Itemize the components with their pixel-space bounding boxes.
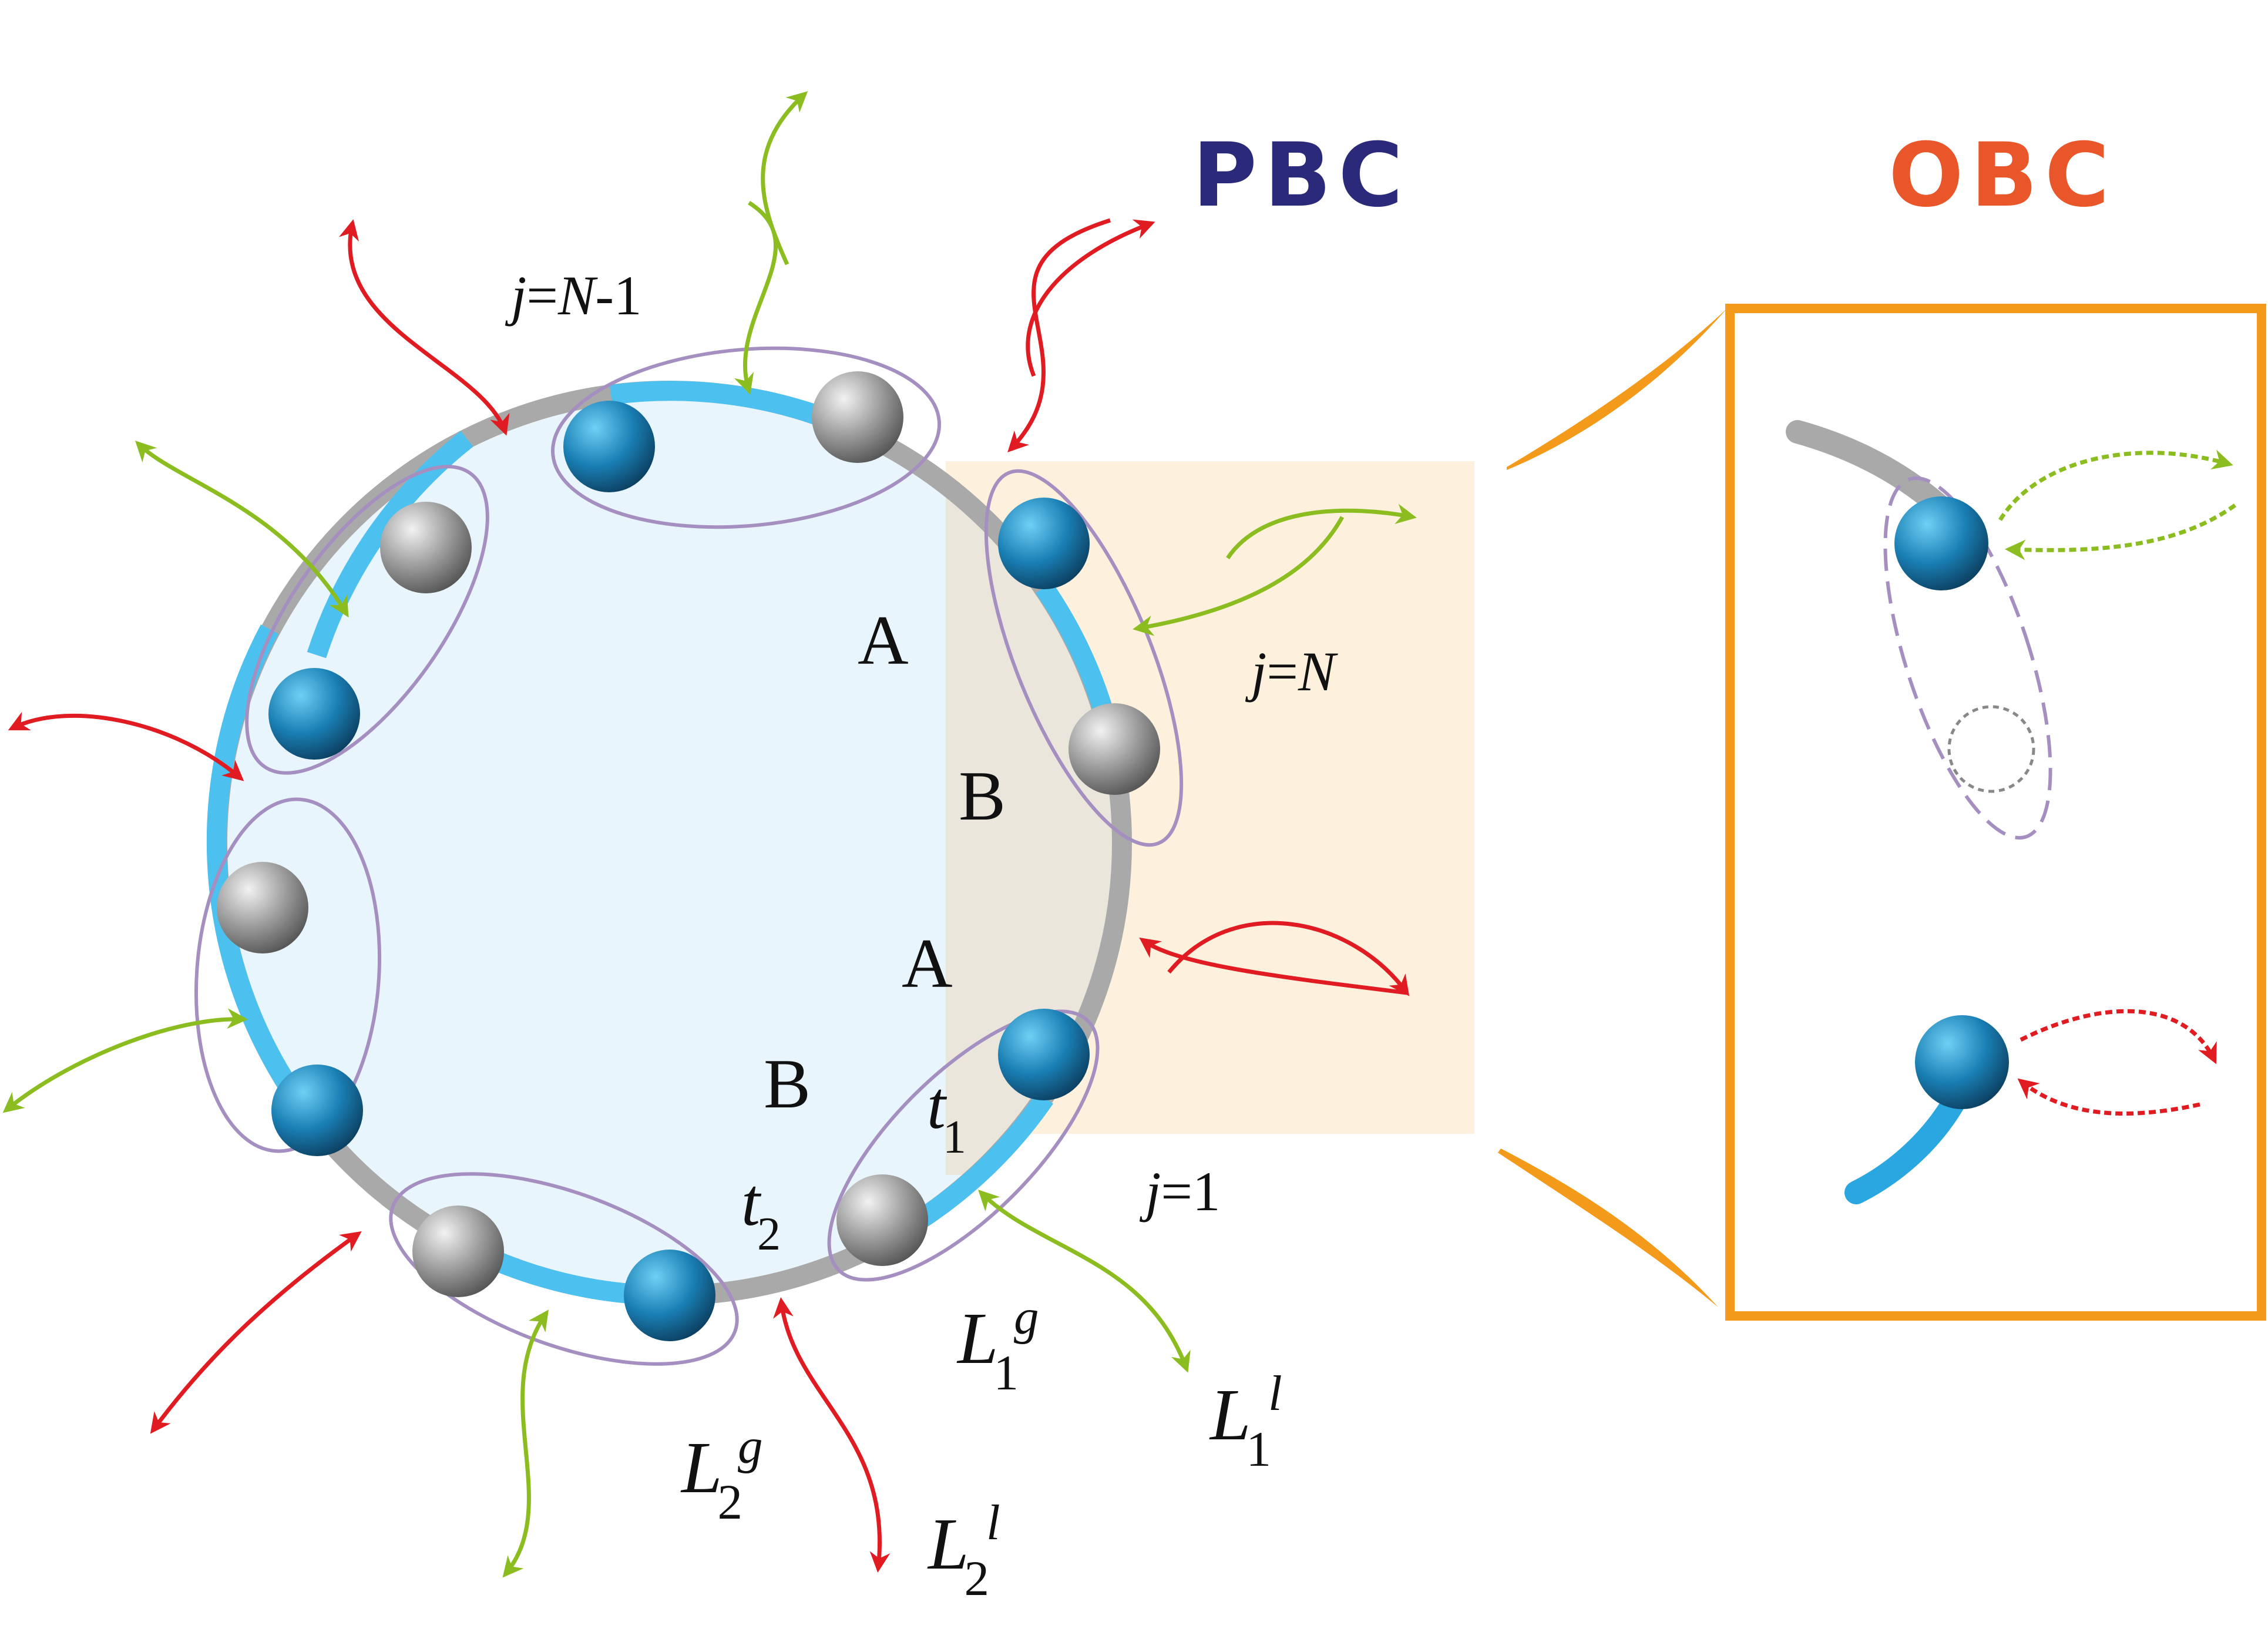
site-b [380, 502, 472, 593]
bond-cell-6 [609, 381, 842, 432]
dissipator-l2g-type: g [738, 1419, 763, 1474]
obc-loss-arrow [2020, 1009, 2217, 1065]
hopping-t1-symbol: t [927, 1068, 947, 1143]
site-a [563, 401, 655, 492]
dissipator-l2l-symbol: L [927, 1504, 969, 1585]
cell-index-eq: = [526, 264, 558, 327]
gain-arrow [978, 1190, 1191, 1373]
obc-loss-arrow [2017, 1078, 2200, 1116]
hopping-t1-index: 1 [943, 1112, 966, 1163]
dissipator-l1g-type: g [1014, 1290, 1039, 1345]
obc-missing-cell-outline [1883, 476, 2052, 840]
dissipator-l2l-type: l [986, 1495, 1000, 1550]
dissipator-l2l-index: 2 [965, 1551, 990, 1606]
site-a [998, 1009, 1090, 1100]
hopping-label-t1: t1 [927, 1068, 966, 1163]
sublattice-label-a-lower: A [902, 924, 953, 1002]
gain-arrow [1137, 511, 1413, 629]
gain-arrow [2, 1008, 248, 1113]
dissipator-l2g-index: 2 [718, 1475, 743, 1530]
dissipator-label-l2g: L2g [680, 1419, 763, 1530]
hopping-label-t2: t2 [741, 1165, 781, 1260]
gain-loss-arrows [2, 94, 1413, 1578]
dissipator-label-l1l: L1l [1209, 1366, 1282, 1477]
site-b [412, 1206, 504, 1297]
loss-arrow [1143, 923, 1407, 993]
cell-index-var: j [1139, 1160, 1161, 1223]
gain-arrow [745, 94, 805, 391]
obc-chain-end-top [1786, 420, 1950, 517]
site-a [268, 668, 360, 760]
sublattice-label-b-lower: B [764, 1045, 811, 1123]
zoom-connector-bottom [1498, 1149, 1718, 1307]
loss-arrow [150, 1231, 362, 1434]
obc-gain-arrow [1998, 449, 2233, 521]
obc-gain-arrows [1998, 449, 2237, 560]
bond-cell-5 [307, 431, 473, 659]
cell-label-j-n-minus-1: j=N-1 [505, 264, 642, 327]
loss-arrow [773, 1297, 891, 1573]
hopping-t2-symbol: t [741, 1165, 762, 1240]
obc-missing-site [1947, 705, 2035, 793]
dissipator-l1g-symbol: L [956, 1298, 999, 1379]
cell-index-n: N [557, 264, 598, 327]
bond-cell-4 [206, 624, 322, 1128]
dissipator-l1g-index: 1 [994, 1345, 1019, 1401]
loss-arrow [1010, 220, 1151, 449]
site-a [624, 1250, 715, 1341]
sublattice-label-a-upper: A [858, 601, 909, 679]
obc-loss-arrows [2017, 1009, 2217, 1116]
pbc-heading: PBC [1192, 125, 1410, 227]
sublattice-label-b-upper: B [959, 757, 1006, 835]
cell-index-eq: = [1266, 640, 1298, 703]
cell-index-eq: =1 [1161, 1160, 1220, 1223]
obc-gain-arrow [2005, 503, 2237, 560]
dissipator-label-l2l: L2l [927, 1495, 1000, 1606]
hopping-t2-index: 2 [757, 1208, 781, 1260]
gain-arrow [502, 1309, 549, 1578]
site-b [836, 1174, 928, 1266]
bond-cell-2 [906, 1092, 1053, 1234]
cell-label-j-n: j=N [1245, 640, 1338, 703]
obc-heading: OBC [1889, 125, 2116, 227]
ring-interior [217, 391, 1122, 1295]
site-a [998, 498, 1090, 589]
dissipator-l1l-symbol: L [1209, 1375, 1251, 1456]
cell-outline-3 [194, 797, 382, 1153]
cell-index-rest: -1 [595, 264, 641, 327]
obc-frame [1725, 304, 2266, 1321]
obc-site-a-top [1894, 496, 1988, 590]
dissipator-l2g-symbol: L [680, 1428, 723, 1509]
dissipator-l1l-type: l [1268, 1366, 1282, 1421]
obc-site-a-bottom [1915, 1015, 2009, 1109]
loss-arrow [338, 219, 510, 436]
loss-arrow [8, 711, 244, 781]
cell-index-n: N [1298, 640, 1338, 703]
cell-index-var: j [505, 264, 526, 327]
lattice-sites [217, 371, 1160, 1341]
site-a [271, 1065, 363, 1156]
site-b [1069, 703, 1160, 795]
dissipator-l1l-index: 1 [1246, 1422, 1272, 1477]
gain-arrow [135, 441, 349, 618]
dissipator-label-l1g: L1g [956, 1290, 1039, 1401]
site-b [812, 371, 903, 463]
site-b [217, 862, 308, 953]
zoom-connector-top [1507, 308, 1727, 470]
cell-label-j-1: j=1 [1139, 1160, 1220, 1223]
